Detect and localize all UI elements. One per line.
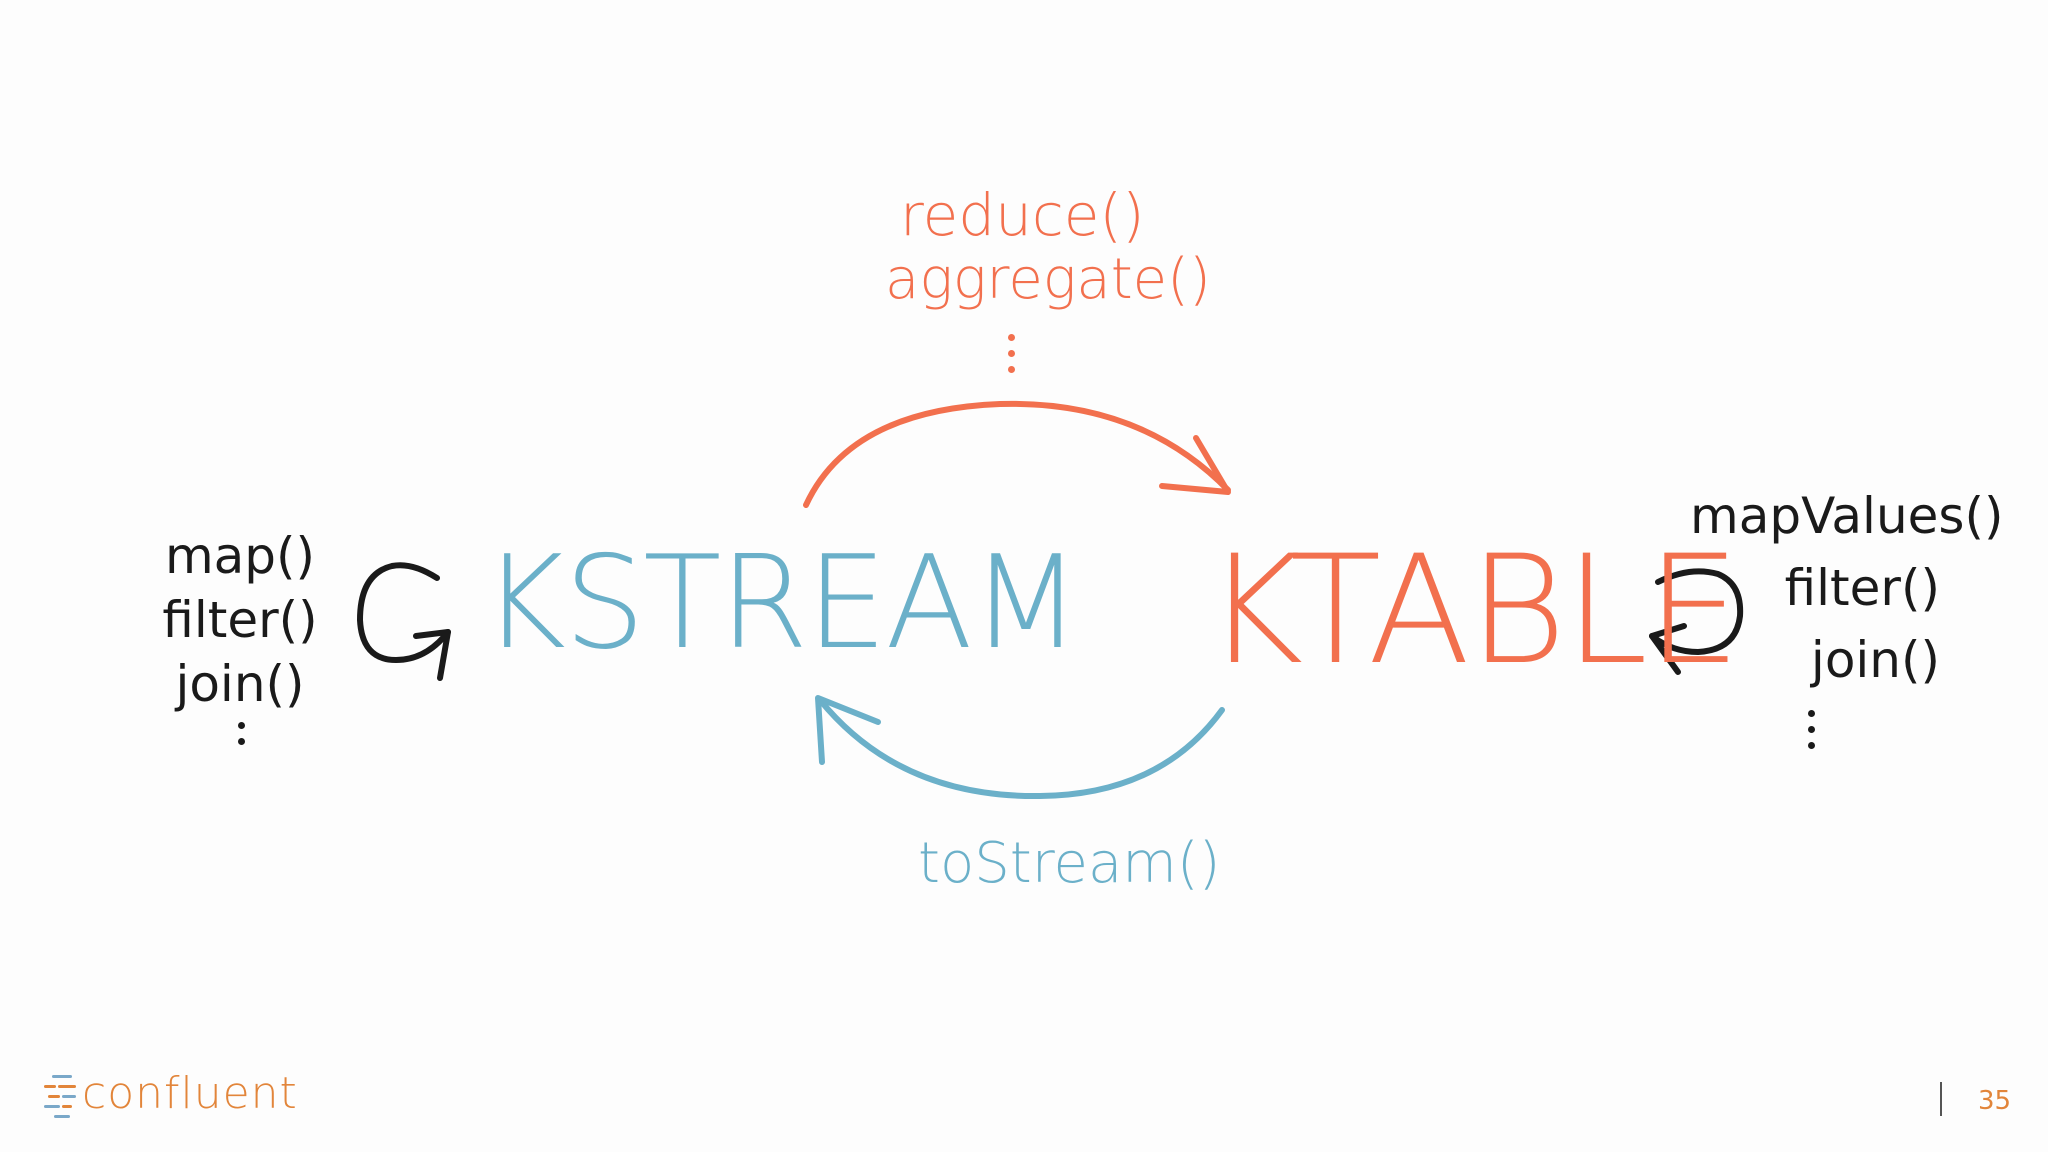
confluent-logo: confluent <box>44 1068 298 1119</box>
confluent-logo-icon <box>44 1069 80 1119</box>
kstream-op-map: map() <box>164 527 316 585</box>
page-number-divider <box>1940 1082 1942 1116</box>
ellipsis-right <box>1808 710 1818 758</box>
loop-arrow-left <box>356 562 451 664</box>
ellipsis-top <box>1008 334 1018 382</box>
arrow-ktable-to-kstream <box>817 697 1225 800</box>
page-number: 35 <box>1978 1086 2012 1116</box>
loop-arrow-right-head <box>1649 623 1687 675</box>
arrow-head-right <box>1159 435 1231 495</box>
kstream-ops-list: map() filter() join() <box>160 524 320 716</box>
kstream-op-filter: filter() <box>162 591 318 649</box>
op-reduce: reduce() <box>900 181 1145 249</box>
ktable-op-mapvalues: mapValues() <box>1690 487 2004 545</box>
kstream-op-join: join() <box>175 655 305 713</box>
confluent-wordmark: confluent <box>82 1068 298 1119</box>
op-aggregate: aggregate() <box>885 247 1211 312</box>
ktable-op-join: join() <box>1810 631 1940 689</box>
ktable-op-filter: filter() <box>1784 559 1940 617</box>
arrow-kstream-to-ktable <box>803 400 1231 508</box>
ktable-label: KTABLE <box>1205 524 1741 698</box>
kstream-label: KSTREAM <box>482 529 1081 678</box>
loop-arrow-left-head <box>413 629 451 681</box>
arrow-head-left <box>815 695 881 765</box>
op-tostream: toStream() <box>918 831 1221 896</box>
ktable-ops-list: mapValues() filter() join() <box>1690 480 2004 696</box>
loop-arrow-right <box>1649 568 1744 656</box>
ellipsis-left <box>238 722 248 754</box>
